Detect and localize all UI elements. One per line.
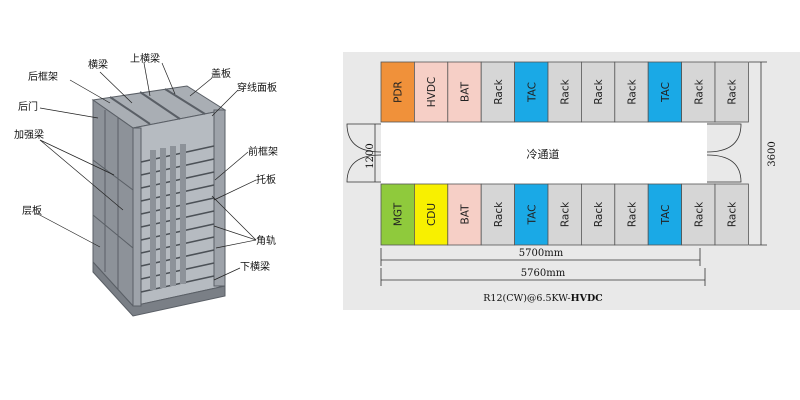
cabinet-tac [514, 183, 549, 246]
rack-isometric-drawing: 后框架 横梁 上横梁 盖板 穿线面板 后门 加强梁 前框架 托板 层板 角轨 下… [14, 52, 278, 317]
cabinet-label: Rack [727, 78, 739, 104]
dim-label-5760: 5760mm [521, 268, 566, 279]
cold-aisle [381, 122, 707, 184]
cabinet-mgt [380, 183, 415, 246]
cabinet-label: Rack [593, 78, 605, 104]
cabinet-label: BAT [460, 81, 472, 102]
layout-caption: R12(CW)@6.5KW-HVDC [483, 293, 603, 304]
bottom-rack-row: MGT CDU BAT Rack TAC Rack Rack Rack TAC Rack Rack [380, 183, 749, 246]
cabinet-rack [614, 183, 649, 246]
dim-line-5700 [380, 248, 701, 266]
cabinet-bat [447, 183, 482, 246]
cabinet-label: Rack [560, 201, 572, 227]
cabinet-tac [647, 183, 683, 246]
label-cable-panel: 穿线面板 [237, 81, 277, 94]
cabinet-label: HVDC [426, 77, 438, 108]
rack-door-slots [150, 144, 186, 290]
dim-label-3600: 3600 [767, 141, 778, 166]
dim-line-5760 [380, 268, 706, 286]
cabinet-label: Rack [560, 78, 572, 104]
label-angle-rail: 角轨 [256, 234, 276, 247]
cabinet-label: TAC [660, 205, 672, 226]
cabinet-rack [547, 61, 582, 123]
cabinet-rack [480, 183, 515, 246]
cabinet-label: Rack [493, 78, 505, 104]
top-rack-row: PDR HVDC BAT Rack TAC Rack Rack Rack TAC Rack Rack [380, 61, 749, 123]
cabinet-label: BAT [460, 204, 472, 225]
label-lower-beam: 下横梁 [240, 260, 270, 273]
cold-aisle-label: 冷通道 [527, 147, 560, 161]
door-right [706, 123, 742, 183]
cabinet-rack [681, 183, 716, 246]
cabinet-pdr [380, 61, 415, 123]
dim-label-1200: 1200 [365, 143, 376, 168]
cabinet-label: Rack [627, 201, 639, 227]
cabinet-label: TAC [660, 82, 672, 103]
cabinet-label: Rack [593, 201, 605, 227]
cabinet-label: Rack [693, 78, 705, 104]
cabinet-label: MGT [393, 202, 405, 226]
cabinet-rack [714, 183, 749, 246]
cabinet-rack [714, 61, 749, 123]
label-cover-plate: 盖板 [211, 67, 231, 80]
cabinet-hvdc [414, 61, 449, 123]
label-shelf: 层板 [22, 204, 42, 217]
label-front-frame: 前框架 [248, 145, 278, 158]
cabinet-label: Rack [493, 201, 505, 227]
cabinet-label: TAC [526, 82, 538, 103]
cabinet-label: Rack [627, 78, 639, 104]
leader-lines [35, 62, 257, 281]
label-tray: 托板 [256, 173, 276, 186]
cabinet-tac [647, 61, 683, 123]
cabinet-label: PDR [393, 81, 405, 103]
cabinet-tac [514, 61, 549, 123]
dim-label-5700: 5700mm [519, 248, 564, 259]
cabinet-rack [580, 183, 616, 246]
cabinet-label: Rack [727, 201, 739, 227]
label-upper-beam: 上横梁 [130, 52, 160, 65]
label-reinforce-beam: 加强梁 [14, 128, 44, 141]
cabinet-label: Rack [693, 201, 705, 227]
label-beam: 横梁 [88, 58, 108, 71]
door-left [346, 123, 382, 183]
cabinet-label: CDU [426, 203, 438, 226]
label-rear-frame: 后框架 [28, 70, 58, 83]
label-rear-door: 后门 [18, 100, 38, 113]
cabinet-label: TAC [526, 205, 538, 226]
cabinet-rack [547, 183, 582, 246]
